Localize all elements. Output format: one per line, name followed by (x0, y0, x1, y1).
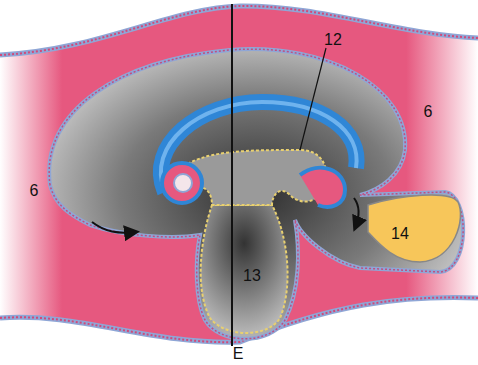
section-letter: E (233, 346, 244, 362)
callout-number: 14 (391, 226, 409, 242)
region-number: 6 (30, 183, 39, 199)
region-number: 6 (424, 104, 433, 120)
callout-number: 12 (324, 32, 342, 48)
callout-number: 13 (243, 268, 261, 284)
